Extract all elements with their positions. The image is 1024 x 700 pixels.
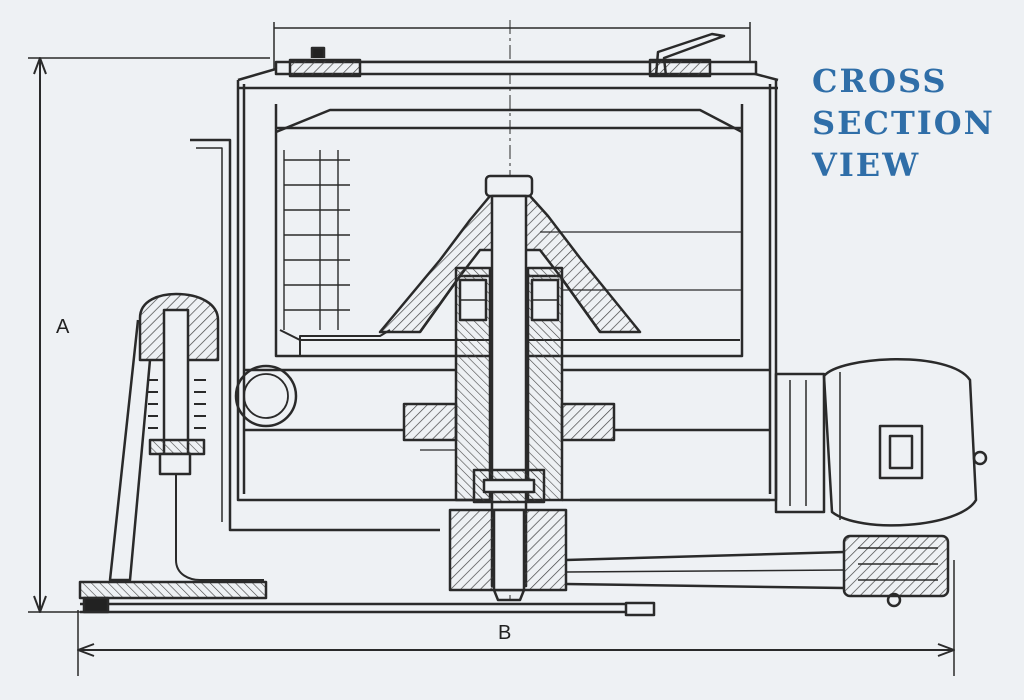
drive-motor	[774, 358, 988, 527]
bearing-housing	[402, 266, 616, 504]
title-line-1: CROSS	[812, 62, 948, 100]
title-line-2: SECTION	[812, 104, 995, 142]
title-line-3: VIEW	[812, 146, 921, 184]
lower-bearing-block	[448, 508, 568, 602]
belt-pulley	[565, 534, 950, 608]
dimension-b	[77, 560, 955, 676]
basket-grid	[283, 150, 350, 330]
base-frame	[78, 580, 656, 617]
leader-lines	[420, 231, 742, 451]
suspension-arm	[190, 138, 440, 532]
suspension-spring-unit	[108, 292, 264, 582]
dimension-a	[28, 57, 270, 613]
lid	[274, 32, 758, 78]
dimension-label-b: B	[498, 622, 512, 644]
diagram-title: CROSS SECTION VIEW	[812, 60, 995, 186]
dimension-label-a: A	[56, 316, 70, 338]
